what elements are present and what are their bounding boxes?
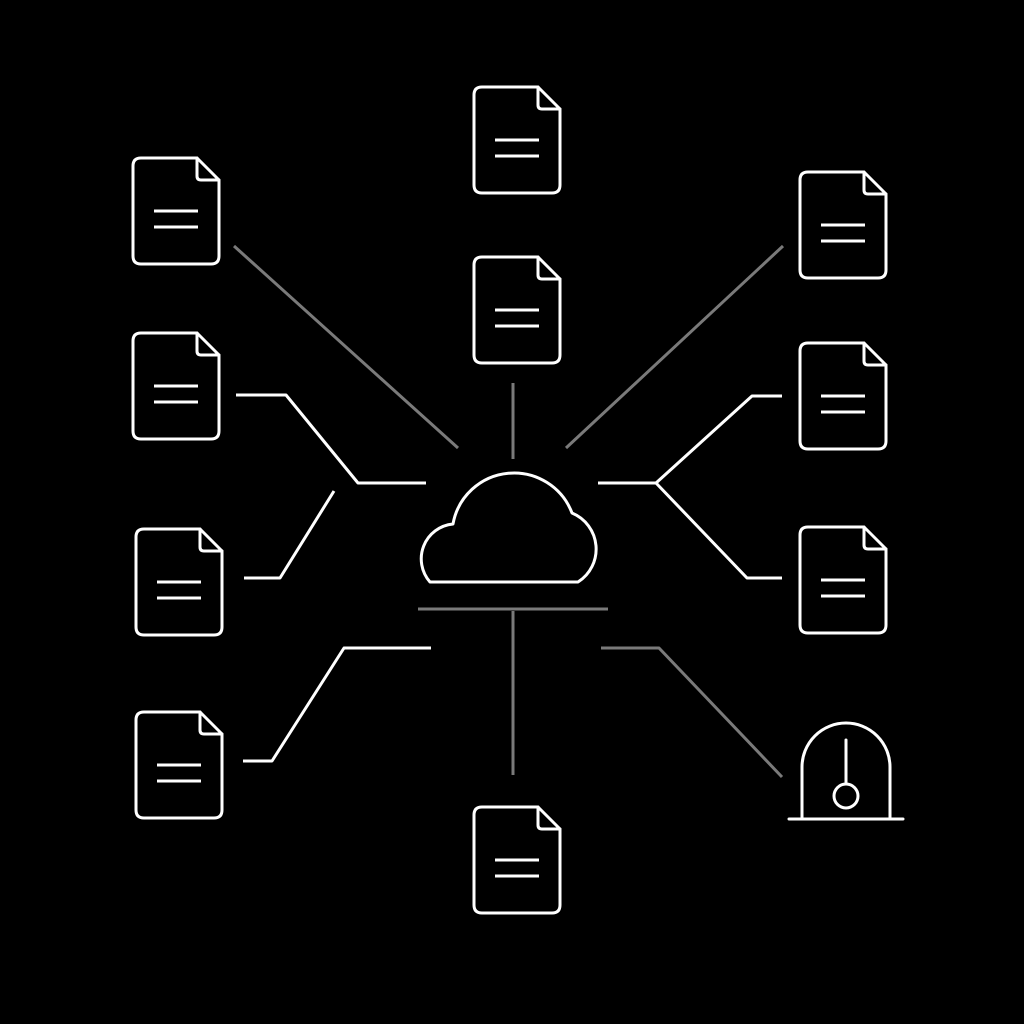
document-icon <box>472 805 562 915</box>
edge-hub-left-2 <box>236 393 426 485</box>
document-icon <box>131 156 221 266</box>
document-icon <box>131 331 221 441</box>
edge-hub-left-3 <box>244 490 336 580</box>
edge-hub-left-1 <box>232 244 460 450</box>
edge-hub-right-3 <box>654 481 782 580</box>
connectors <box>232 244 785 779</box>
document-icon <box>472 255 562 365</box>
cloud-icon <box>419 471 598 584</box>
document-icon <box>134 710 224 820</box>
edge-hub-left-4 <box>243 646 431 763</box>
gauge-icon <box>787 721 905 821</box>
document-icon <box>472 85 562 195</box>
document-icon <box>798 525 888 635</box>
document-icon <box>798 341 888 451</box>
nodes <box>131 85 888 915</box>
document-icon <box>798 170 888 280</box>
document-icon <box>134 527 224 637</box>
edge-hub-right-2 <box>598 394 782 485</box>
edge-hub-right-1 <box>564 244 785 450</box>
edge-hub-right-4 <box>601 646 784 779</box>
